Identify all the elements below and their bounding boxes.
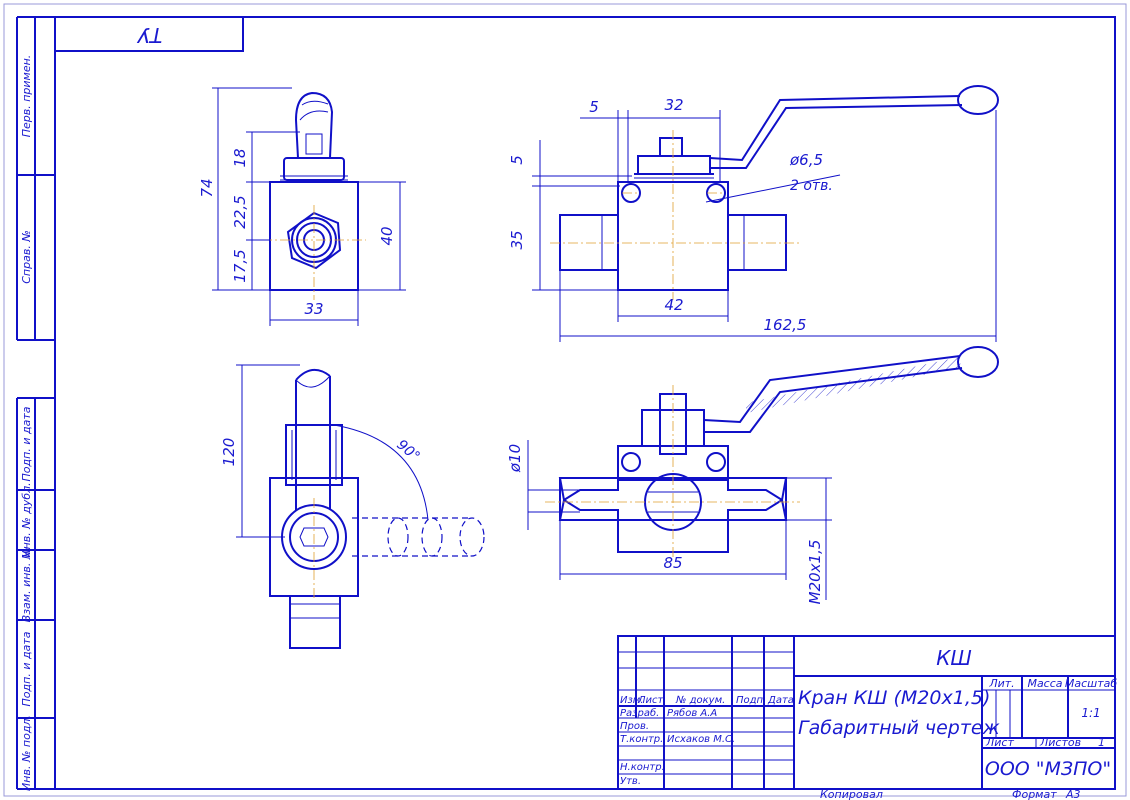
mass-label: Масса — [1027, 677, 1062, 690]
dim-side-body: 35 — [508, 230, 526, 249]
dim-section-length: 85 — [663, 554, 682, 572]
col-list: Лист — [637, 695, 665, 706]
title-name-2: Габаритный чертеж — [798, 717, 1000, 739]
col-doc: № докум. — [675, 695, 725, 706]
role-2: Пров. — [620, 721, 649, 732]
col-sign: Подп. — [736, 695, 766, 706]
company: ООО "МЗПО" — [985, 758, 1111, 780]
dim-side-flange: 5 — [589, 98, 599, 116]
dim-front-width: 33 — [304, 300, 323, 318]
scale-value: 1:1 — [1081, 706, 1100, 720]
strip-label-4: Инв. № дубл. — [20, 482, 33, 557]
dim-side-top: 32 — [664, 96, 683, 114]
strip-label-1: Перв. примен. — [20, 55, 33, 138]
col-izm: Изм. — [620, 695, 644, 706]
corner-box: ТУ — [54, 16, 244, 52]
dim-side-cap: 5 — [508, 155, 526, 165]
corner-box-label: ТУ — [136, 23, 162, 47]
dim-front-top: 18 — [231, 148, 249, 167]
title-name-1: Кран КШ (M20x1,5) — [798, 687, 990, 709]
role-5: Утв. — [620, 776, 641, 787]
sheets-value: 1 — [1098, 736, 1105, 749]
side-view: 5 32 5 35 ø6,5 2 отв. 42 162,5 — [508, 85, 999, 342]
dim-front-body: 40 — [378, 226, 396, 245]
drawing-frame — [54, 16, 1116, 790]
dim-front-overall: 74 — [198, 178, 216, 197]
sheet-edge — [3, 3, 1127, 797]
footer-format-value: А3 — [1065, 788, 1081, 800]
sheets-label: Листов — [1039, 736, 1081, 749]
lit-label: Лит. — [988, 677, 1014, 690]
plan-view: 90° 120 — [220, 364, 485, 649]
strip-label-3: Подп. и дата — [20, 406, 33, 481]
title-block: КШ Кран КШ (M20x1,5) Габаритный чертеж И… — [617, 635, 1117, 790]
side-strip: Перв. примен. Справ. № Подп. и дата Инв.… — [16, 16, 55, 791]
scale-label: Масштаб — [1065, 677, 1117, 690]
dim-section-thread: M20x1,5 — [806, 540, 824, 605]
role-3: Т.контр. — [620, 734, 663, 745]
dim-side-hole: ø6,5 — [789, 151, 823, 169]
dim-plan-handle: 120 — [220, 438, 238, 467]
footer-copied: Копировал — [820, 788, 883, 800]
role-1: Разраб. — [620, 707, 659, 719]
dim-side-overall: 162,5 — [764, 316, 807, 334]
dim-section-bore: ø10 — [506, 444, 524, 473]
sheet-label: Лист — [985, 736, 1014, 749]
col-date: Дата — [767, 695, 794, 706]
person-3: Исхаков М.С. — [667, 734, 735, 745]
title-designation: КШ — [936, 646, 972, 670]
dim-side-hole-count: 2 отв. — [790, 178, 833, 194]
footer-format-label: Формат — [1012, 788, 1057, 800]
dim-front-mid: 22,5 — [231, 195, 249, 228]
person-1: Рябов А.А — [667, 707, 717, 719]
strip-label-7: Инв. № подл. — [20, 715, 33, 791]
dim-side-body-width: 42 — [664, 296, 683, 314]
strip-label-2: Справ. № — [20, 230, 33, 284]
dim-front-bottom: 17,5 — [231, 249, 249, 282]
role-4: Н.контр. — [620, 762, 665, 773]
front-view: 74 18 22,5 17,5 40 33 — [198, 87, 406, 326]
section-view: ø10 85 M20x1,5 — [506, 346, 999, 605]
strip-label-5: Взам. инв. № — [20, 548, 33, 623]
dim-plan-angle: 90° — [393, 437, 422, 465]
strip-label-6: Подп. и дата — [20, 631, 33, 706]
